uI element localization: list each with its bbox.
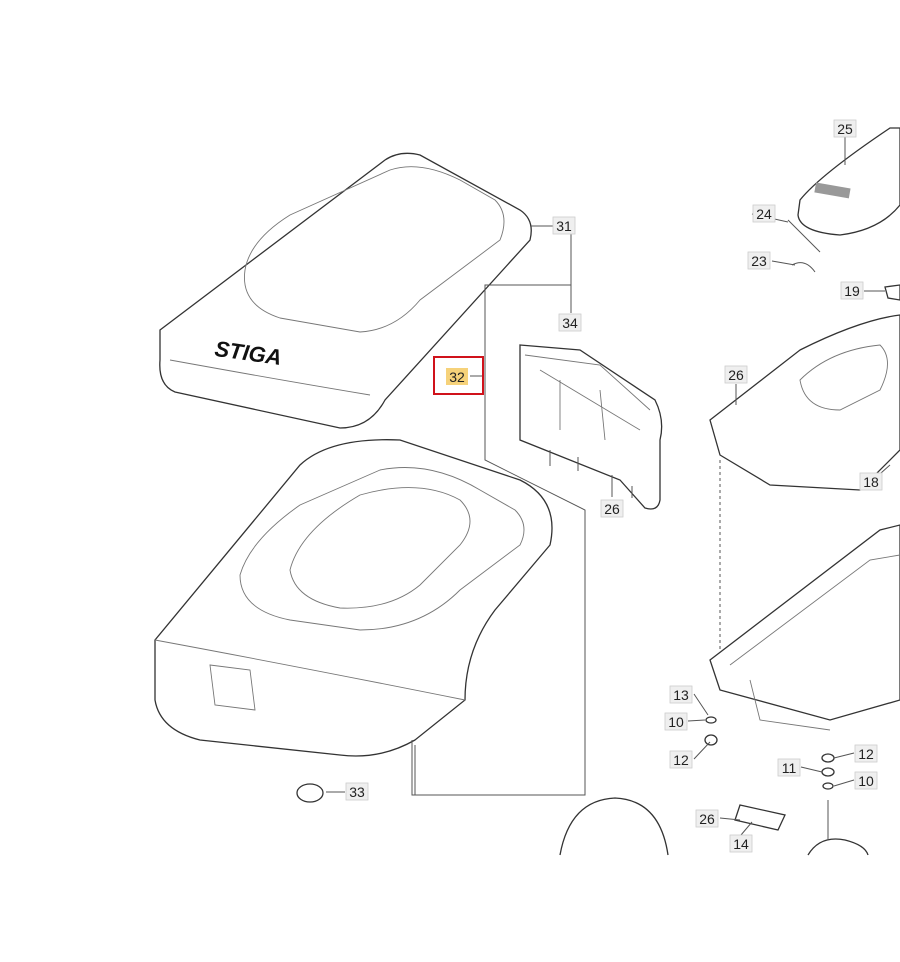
svg-text:25: 25 [837, 121, 853, 137]
grommet-part-33[interactable] [296, 783, 324, 803]
svg-text:26: 26 [728, 367, 744, 383]
cover-part-25[interactable] [797, 127, 900, 236]
svg-text:33: 33 [349, 784, 365, 800]
label-11[interactable]: 11 [777, 758, 801, 777]
svg-text:14: 14 [733, 836, 749, 852]
svg-text:11: 11 [782, 760, 797, 776]
svg-text:18: 18 [863, 474, 879, 490]
label-26[interactable]: 26 [724, 365, 748, 384]
part-19[interactable] [884, 284, 900, 301]
label-13[interactable]: 13 [669, 685, 693, 704]
washers-10-12-13[interactable] [704, 716, 835, 790]
label-24[interactable]: 24 [752, 204, 776, 223]
pin-part-24[interactable] [787, 219, 821, 253]
label-32-selected[interactable]: 32 [433, 356, 484, 395]
label-25[interactable]: 25 [833, 119, 857, 138]
svg-text:10: 10 [668, 714, 684, 730]
wheel-detail-part[interactable] [559, 797, 669, 856]
chassis-lower-part[interactable] [709, 524, 900, 731]
screws-26[interactable] [549, 450, 633, 498]
label-12[interactable]: 12 [669, 750, 693, 769]
svg-text:13: 13 [673, 687, 689, 703]
svg-text:34: 34 [562, 315, 578, 331]
spring-part-23[interactable] [791, 262, 816, 273]
label-33[interactable]: 33 [345, 782, 369, 801]
part-labels: 31 34 32 26 33 25 24 23 19 26 18 13 10 1… [345, 119, 883, 853]
svg-text:19: 19 [844, 283, 860, 299]
top-cover-part[interactable]: STIGA [159, 152, 532, 429]
svg-text:26: 26 [604, 501, 620, 517]
svg-text:32: 32 [449, 369, 465, 385]
blade-part[interactable] [807, 838, 869, 856]
bracket-part-34[interactable] [519, 344, 663, 510]
label-26[interactable]: 26 [600, 499, 624, 518]
label-34[interactable]: 34 [558, 313, 582, 332]
svg-text:12: 12 [858, 746, 874, 762]
label-10[interactable]: 10 [854, 771, 878, 790]
body-shell-part[interactable] [154, 439, 553, 757]
plate-part-14[interactable] [734, 804, 786, 831]
svg-text:12: 12 [673, 752, 689, 768]
label-12[interactable]: 12 [854, 744, 878, 763]
svg-text:31: 31 [556, 218, 572, 234]
svg-text:24: 24 [756, 206, 772, 222]
label-19[interactable]: 19 [840, 281, 864, 300]
label-18[interactable]: 18 [859, 472, 883, 491]
label-26[interactable]: 26 [695, 809, 719, 828]
label-23[interactable]: 23 [747, 251, 771, 270]
label-10[interactable]: 10 [664, 712, 688, 731]
chassis-upper-part[interactable] [709, 314, 900, 491]
label-31[interactable]: 31 [552, 216, 576, 235]
label-14[interactable]: 14 [729, 834, 753, 853]
svg-text:10: 10 [858, 773, 874, 789]
svg-text:23: 23 [751, 253, 767, 269]
svg-text:26: 26 [699, 811, 715, 827]
